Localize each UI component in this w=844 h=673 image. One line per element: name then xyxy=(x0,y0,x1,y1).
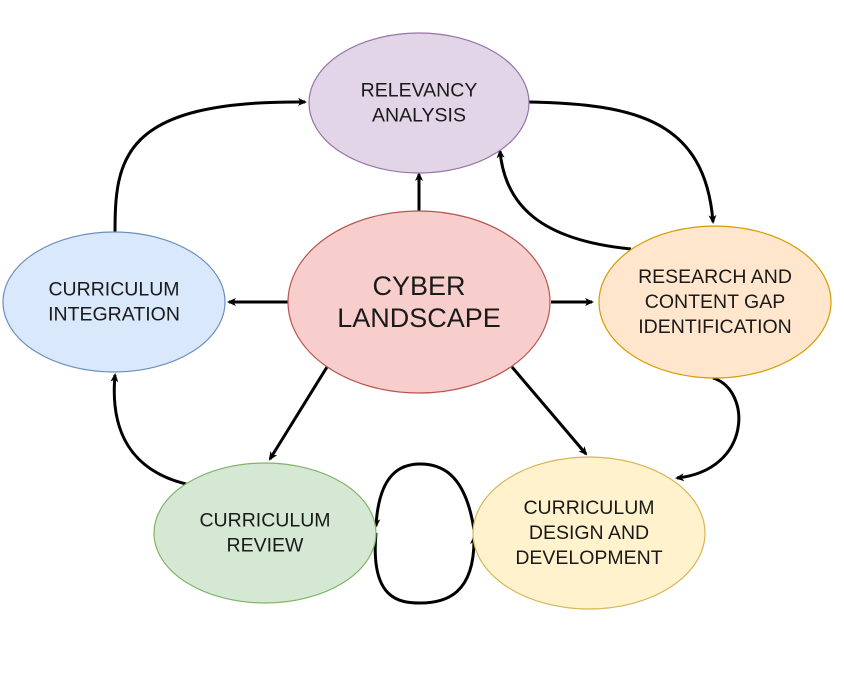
node-review-label-line: CURRICULUM xyxy=(199,510,330,532)
node-research: RESEARCH AND CONTENT GAP IDENTIFICATION xyxy=(598,225,832,379)
node-integration: CURRICULUM INTEGRATION xyxy=(2,231,226,373)
node-research-shape xyxy=(598,225,832,379)
edge-cyber-to-review xyxy=(268,366,329,461)
node-research-label-line: IDENTIFICATION xyxy=(638,316,791,338)
node-cyber-label-line: CYBER xyxy=(372,271,465,301)
node-review: CURRICULUM REVIEW xyxy=(153,462,377,604)
edges xyxy=(110,97,741,605)
node-integration-label-line: INTEGRATION xyxy=(48,304,180,326)
node-integration-shape xyxy=(2,231,226,373)
node-relevancy-shape xyxy=(308,32,530,174)
edge-integration-to-relevancy xyxy=(113,97,307,235)
node-design-label-line: DESIGN AND xyxy=(529,522,649,544)
node-relevancy-label-line: RELEVANCY xyxy=(361,80,478,102)
edge-relevancy-to-research xyxy=(528,100,717,224)
edge-research-to-design xyxy=(675,376,741,482)
node-relevancy-label-line: ANALYSIS xyxy=(372,105,466,127)
node-research-label-line: RESEARCH AND xyxy=(638,266,792,288)
node-design-label-line: DEVELOPMENT xyxy=(515,547,662,569)
node-review-label-line: REVIEW xyxy=(227,535,305,557)
edge-review-to-integration xyxy=(110,373,187,486)
node-design-label-line: CURRICULUM xyxy=(523,497,654,519)
node-review-shape xyxy=(153,462,377,604)
edge-review-to-design xyxy=(373,532,479,605)
edge-design-to-review xyxy=(372,462,476,531)
edge-research-to-relevancy xyxy=(496,149,632,251)
node-cyber-label-line: LANDSCAPE xyxy=(337,303,501,333)
node-research-label-line: CONTENT GAP xyxy=(645,291,786,313)
node-integration-label-line: CURRICULUM xyxy=(48,279,179,301)
node-design-shape xyxy=(472,456,706,610)
node-relevancy: RELEVANCY ANALYSIS xyxy=(308,32,530,174)
edge-cyber-to-design xyxy=(510,366,588,456)
node-design: CURRICULUM DESIGN AND DEVELOPMENT xyxy=(472,456,706,610)
node-cyber-shape xyxy=(287,210,551,394)
